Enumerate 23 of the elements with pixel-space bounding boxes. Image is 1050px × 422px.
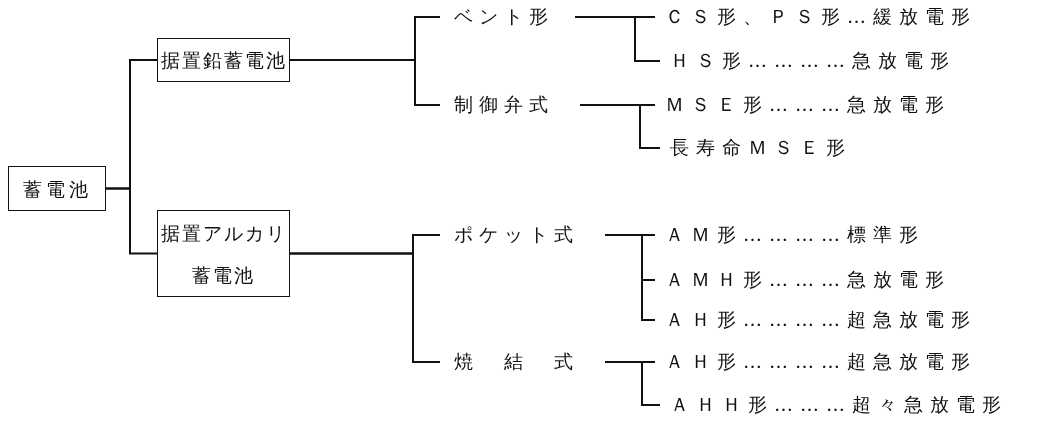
- model-label: ＡＭＨ形………急放電形: [655, 265, 1050, 295]
- category-box: 蓄電池: [8, 166, 106, 211]
- type-label: ポケット式: [440, 220, 605, 250]
- model-label: ＨＳ形…………急放電形: [660, 46, 1050, 76]
- model-label: ＡＨＨ形………超々急放電形: [660, 390, 1050, 420]
- connector-line: [604, 361, 661, 406]
- connector-line: [105, 187, 158, 255]
- model-label: 長寿命ＭＳＥ形: [660, 133, 1050, 163]
- type-label: ベント形: [440, 2, 575, 32]
- category-box: 据置アルカリ蓄電池: [157, 210, 290, 297]
- connector-line: [579, 104, 661, 149]
- connector-line: [574, 16, 661, 62]
- connector-line: [604, 234, 656, 321]
- connector-line: [289, 252, 441, 363]
- connector-line: [289, 59, 441, 106]
- type-label: 制御弁式: [440, 90, 580, 120]
- model-label: ＣＳ形、ＰＳ形…緩放電形: [655, 2, 1050, 32]
- type-label: 焼 結 式: [440, 347, 605, 377]
- category-box: 据置鉛蓄電池: [157, 38, 290, 82]
- model-label: ＡＨ形…………超急放電形: [655, 305, 1050, 335]
- model-label: ＡＭ形…………標準形: [655, 220, 1050, 250]
- model-label: ＡＨ形…………超急放電形: [655, 347, 1050, 377]
- model-label: ＭＳＥ形………急放電形: [655, 90, 1050, 120]
